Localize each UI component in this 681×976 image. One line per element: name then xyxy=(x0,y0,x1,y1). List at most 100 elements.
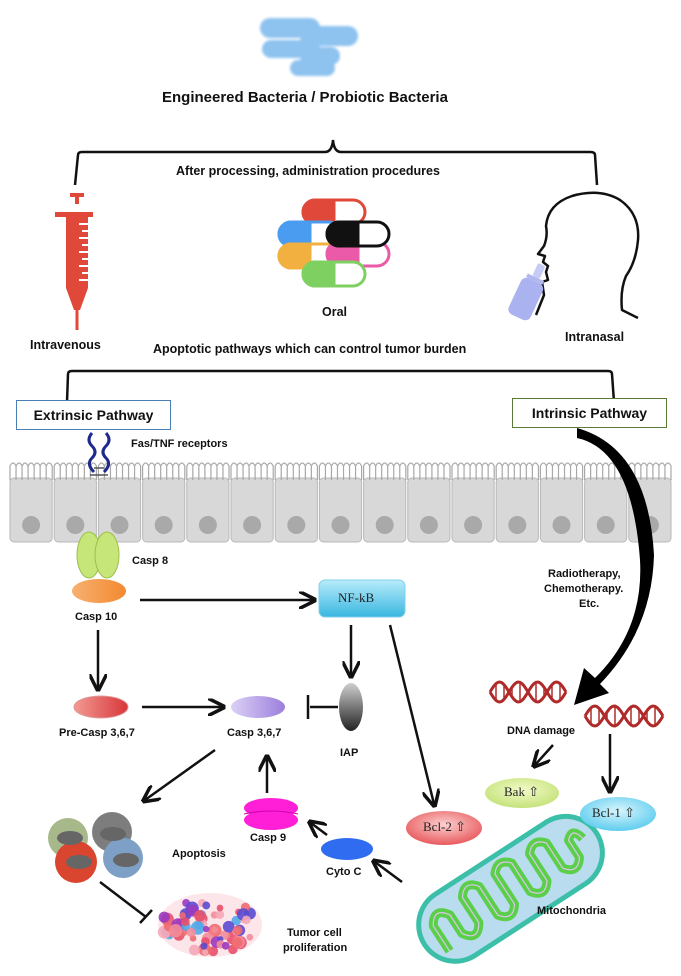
casp8-label: Casp 8 xyxy=(132,555,169,567)
tumor-cells-icon xyxy=(157,893,262,957)
epithelial-cell xyxy=(495,477,539,543)
epithelial-cell-layer xyxy=(9,462,672,543)
nfkb-label: NF-kB xyxy=(338,590,375,605)
tumor-label-line1: Tumor cell xyxy=(287,927,342,939)
microvilli xyxy=(274,462,318,480)
arrow-dna-to-bak xyxy=(535,744,554,765)
administration-heading: After processing, administration procedu… xyxy=(176,164,440,178)
head-nasal-spray-icon xyxy=(508,191,640,321)
cyto-c-label: Cyto C xyxy=(326,866,362,878)
apoptosis-label: Apoptosis xyxy=(172,848,226,860)
bak-shape xyxy=(485,778,559,808)
cell-nucleus xyxy=(419,516,438,534)
epithelial-cell xyxy=(142,477,186,543)
cell-nucleus xyxy=(66,516,85,534)
brace-top xyxy=(73,139,599,186)
cell-nucleus xyxy=(287,516,306,534)
extrinsic-pathway-box: Extrinsic Pathway xyxy=(16,400,171,430)
casp9-label: Casp 9 xyxy=(250,832,287,844)
title: Engineered Bacteria / Probiotic Bacteria xyxy=(162,89,448,106)
therapy-line3: Etc. xyxy=(579,598,600,610)
cell-nucleus xyxy=(110,516,129,534)
nfkb-box xyxy=(318,579,406,618)
epithelial-cell xyxy=(97,477,142,543)
pre-casp-shape xyxy=(73,695,129,719)
brace-pathways xyxy=(65,369,616,403)
epithelial-cell xyxy=(274,477,318,543)
therapy-curved-arrow xyxy=(574,428,654,705)
epithelial-cell xyxy=(584,477,628,543)
microvilli xyxy=(142,462,186,480)
microvilli xyxy=(495,462,539,480)
microvilli xyxy=(363,462,407,480)
route-oral-label: Oral xyxy=(322,305,348,319)
cell-nucleus xyxy=(243,516,262,534)
dna-helix-icon xyxy=(488,680,665,728)
therapy-line1: Radiotherapy, xyxy=(548,568,621,580)
microvilli xyxy=(451,462,495,480)
microvilli xyxy=(230,462,274,480)
dna-damage-label: DNA damage xyxy=(507,725,576,737)
casp10-label: Casp 10 xyxy=(75,611,118,623)
epithelial-cell xyxy=(318,477,363,543)
pills-icon xyxy=(277,198,391,288)
cell-nucleus xyxy=(198,516,217,534)
arrow-nfkb-to-bcl2 xyxy=(388,624,434,804)
epithelial-cell xyxy=(363,477,407,543)
arrow-casp367-to-apoptosis xyxy=(145,748,216,800)
arrow-cytoc-to-casp9 xyxy=(311,823,328,835)
cell-nucleus xyxy=(552,516,571,534)
epithelial-cell xyxy=(230,477,274,543)
cell-nucleus xyxy=(331,516,350,534)
epithelial-cell xyxy=(53,477,97,543)
mitochondria-label: Mitochondria xyxy=(537,905,607,917)
microvilli xyxy=(318,462,363,480)
cell-nucleus xyxy=(22,516,41,534)
inhibit-apoptosis-tumor-bar xyxy=(139,909,153,924)
mitochondria-shape xyxy=(416,813,605,964)
casp367-shape xyxy=(231,696,285,718)
pre-casp-label: Pre-Casp 3,6,7 xyxy=(59,727,135,739)
microvilli xyxy=(9,462,53,480)
casp367-label: Casp 3,6,7 xyxy=(227,727,282,739)
iap-label: IAP xyxy=(340,747,359,759)
epithelial-cell xyxy=(451,477,495,543)
route-intranasal-label: Intranasal xyxy=(565,330,625,344)
intrinsic-pathway-box: Intrinsic Pathway xyxy=(512,398,667,428)
epithelial-cell xyxy=(186,477,230,543)
bcl2-label: Bcl-2 ⇧ xyxy=(423,819,467,834)
bacteria-icon xyxy=(260,18,358,76)
cell-nucleus xyxy=(375,516,394,534)
bcl2-shape xyxy=(406,811,482,845)
syringe-icon xyxy=(55,193,93,330)
microvilli xyxy=(97,462,142,480)
casp8-shape xyxy=(76,531,120,579)
cyto-c-shape xyxy=(321,838,373,860)
route-intravenous-label: Intravenous xyxy=(30,338,101,352)
epithelial-cell xyxy=(9,477,53,543)
receptors-label: Fas/TNF receptors xyxy=(131,438,228,450)
epithelial-cell xyxy=(539,477,584,543)
microvilli xyxy=(407,462,451,480)
microvilli xyxy=(628,462,672,480)
cell-nucleus xyxy=(464,516,483,534)
cell-nucleus xyxy=(508,516,527,534)
arrow-mito-to-cytoc xyxy=(375,862,403,884)
microvilli xyxy=(539,462,584,480)
bcl1-shape xyxy=(580,797,656,831)
therapy-line2: Chemotherapy. xyxy=(544,583,624,595)
epithelial-cell xyxy=(407,477,451,543)
casp10-shape xyxy=(72,579,126,603)
tumor-label-line2: proliferation xyxy=(283,942,348,954)
apoptotic-cells-icon xyxy=(48,812,143,883)
bak-label: Bak ⇧ xyxy=(504,784,540,799)
cell-nucleus xyxy=(596,516,615,534)
iap-shape xyxy=(339,683,363,731)
microvilli xyxy=(186,462,230,480)
cell-nucleus xyxy=(154,516,173,534)
pathways-heading: Apoptotic pathways which can control tum… xyxy=(153,342,467,356)
fas-tnf-receptor-icon xyxy=(87,432,111,476)
bcl1-label: Bcl-1 ⇧ xyxy=(592,805,636,820)
inhibit-apoptosis-tumor xyxy=(99,881,147,918)
